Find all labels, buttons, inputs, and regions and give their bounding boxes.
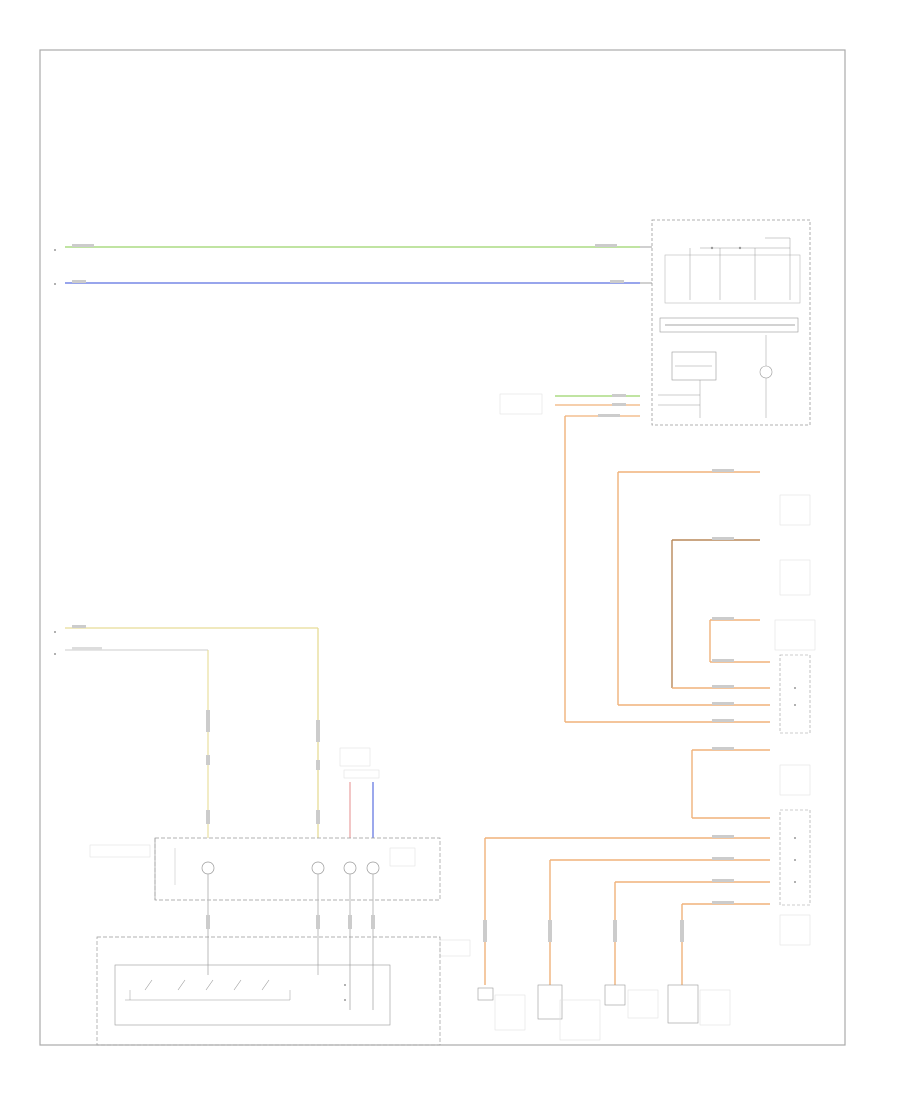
lower-right-box [779,809,811,946]
instrument-cluster [651,219,811,426]
sensor-to-switch-wires [206,874,375,1010]
seat-switch-box [779,654,811,734]
left-connectors-vertical [206,710,380,838]
sensor-boxes [477,984,731,1041]
front-airbag-sensor [89,837,441,901]
wire-blue-top [54,280,652,285]
right-branch-3 [709,617,816,722]
cluster-connector-wires [499,393,640,417]
wire-green-top [54,244,652,251]
right-branch-1 [617,469,811,706]
orange-trunk [564,416,770,723]
right-branch-2 [671,537,811,689]
left-white-wire [54,647,209,838]
page-frame [39,49,846,1046]
middle-orange-loop [691,747,811,819]
seat-switch-assembly [96,936,441,1046]
left-yellow-wire [54,625,319,838]
sensor-wires-bottom [439,835,770,985]
